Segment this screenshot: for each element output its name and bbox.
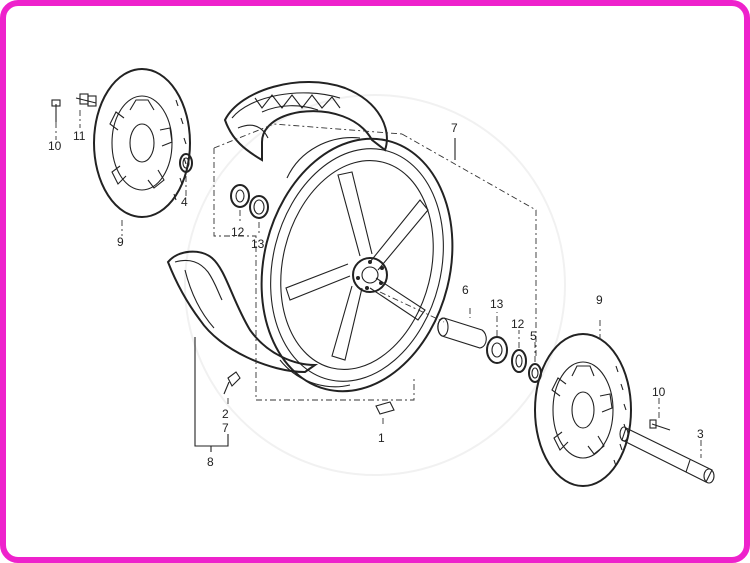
balance-weight-1: [375, 401, 395, 415]
callout-3: 3: [697, 427, 704, 441]
seal-left-4: [179, 153, 193, 173]
wheel-rim: [260, 137, 454, 393]
wheel-hub: [352, 257, 388, 293]
valve-2: [223, 371, 241, 395]
callout-9-right: 9: [596, 293, 603, 307]
callout-1: 1: [378, 431, 385, 445]
bearing-right-13: [486, 336, 508, 364]
callout-5: 5: [530, 329, 537, 343]
bolt-left-11: [75, 93, 97, 107]
callout-6: 6: [462, 283, 469, 297]
callout-8: 8: [207, 455, 214, 469]
axle-3: [619, 426, 715, 484]
callout-10-left: 10: [48, 139, 62, 153]
callout-labels: 1 2 3 4 5 6 7 7 8 9 9 10 10 11 12 12 13 …: [48, 121, 704, 469]
collar-6: [437, 317, 487, 349]
tire-lower: [166, 250, 319, 374]
seal-left-13: [249, 195, 269, 219]
tire-upper: [223, 81, 388, 162]
bolt-left-10: [51, 99, 61, 122]
callout-7-bottom: 7: [222, 421, 229, 435]
callout-2: 2: [222, 407, 229, 421]
callout-13-right: 13: [490, 297, 504, 311]
bolt-right-10: [649, 419, 671, 431]
callout-4: 4: [181, 195, 188, 209]
wheel-spokes: [285, 171, 429, 361]
callout-12-left: 12: [231, 225, 245, 239]
brake-disc-left: [93, 68, 191, 218]
callout-11: 11: [73, 129, 86, 143]
callout-9-left: 9: [117, 235, 124, 249]
brake-disc-right: [534, 333, 632, 487]
seal-right-5: [528, 363, 542, 383]
callout-13-left: 13: [251, 237, 265, 251]
callout-10-right: 10: [652, 385, 666, 399]
bearing-right-12: [511, 349, 527, 373]
leader-2-7-8: [194, 337, 229, 452]
assembly-lines: [55, 110, 702, 458]
bearing-left-12: [230, 184, 250, 208]
background-circle: [184, 94, 566, 476]
callout-12-right: 12: [511, 317, 525, 331]
callout-7-top: 7: [451, 121, 458, 135]
